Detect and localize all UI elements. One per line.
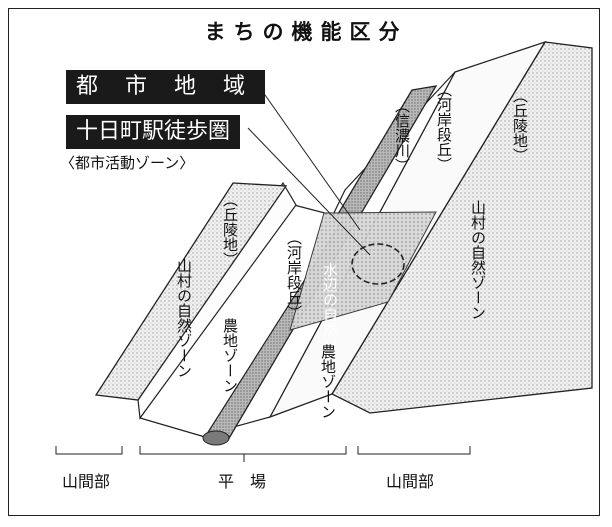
diagram-title: まちの機能区分: [204, 20, 408, 44]
leader-urban: [257, 84, 361, 231]
left-village-label: 山村の自然ゾーン: [175, 258, 193, 378]
walking-circle: [351, 243, 405, 285]
river-nature-label: 水辺の自然ゾーン: [321, 262, 339, 382]
left-terrace-label: （河岸段丘）: [285, 230, 303, 320]
bottom-right-label: 山間部: [386, 472, 435, 491]
right-farm-label: 農地ゾーン: [319, 344, 337, 419]
diagram-frame: [8, 8, 600, 516]
right-village-label: 山村の自然ゾーン: [469, 200, 487, 320]
urban-zone-label: 〈都市活動ゾーン〉: [60, 154, 195, 172]
urban-area-label: 都 市 地 域: [66, 70, 265, 104]
right-terrace-label: （河岸段丘）: [435, 82, 453, 172]
bracket-right: [357, 446, 471, 455]
left-hill-label: （丘陵地）: [221, 192, 239, 267]
station-walk-label: 十日町駅徒歩圏: [66, 115, 241, 149]
left-hill-strip: [94, 182, 288, 401]
leader-walking: [247, 127, 371, 256]
river-name-label: （信濃川）: [393, 98, 411, 173]
urban-zone: [289, 211, 437, 331]
bottom-left-label: 山間部: [62, 472, 111, 491]
bottom-center-label: 平 場: [218, 472, 267, 491]
bracket-center: [139, 446, 347, 455]
river-end: [202, 430, 230, 446]
left-farm-label: 農地ゾーン: [221, 318, 239, 393]
bracket-left: [55, 446, 123, 455]
right-hill-label: （丘陵地）: [511, 88, 529, 163]
